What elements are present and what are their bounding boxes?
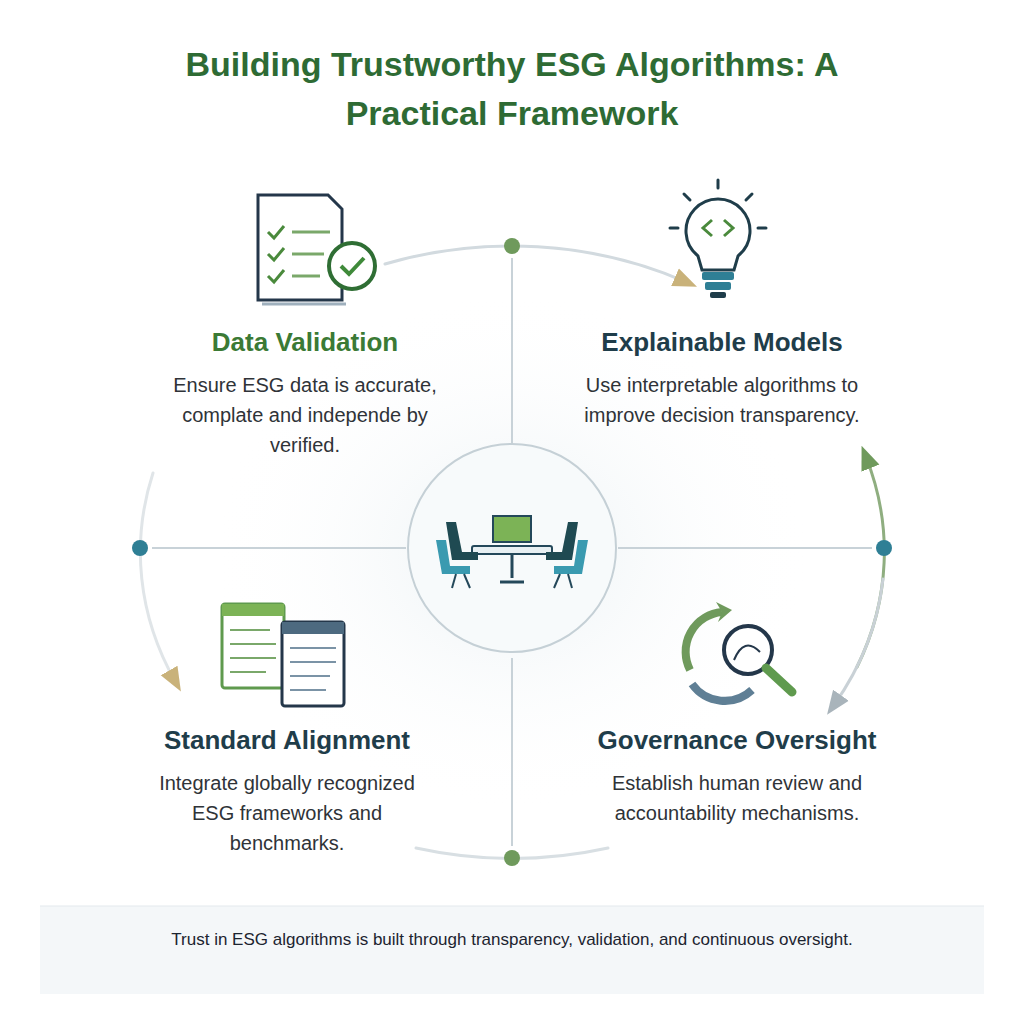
pillar-heading: Standard Alignment (104, 724, 470, 758)
document-lines (290, 648, 336, 690)
table-leg (511, 554, 514, 578)
bulb-rays (670, 180, 766, 228)
cycle-dot (132, 540, 148, 556)
bulb (686, 199, 750, 270)
framework-pillar: Standard AlignmentIntegrate globally rec… (104, 724, 470, 858)
chair (546, 522, 578, 560)
chair-legs (452, 574, 572, 588)
code-glyph (703, 220, 733, 236)
bulb-base (702, 272, 734, 280)
document-lines (230, 630, 276, 672)
diagram-title: Building Trustworthy ESG Algorithms: A P… (162, 40, 862, 139)
pillar-description: Ensure ESG data is accurate, complate an… (155, 370, 455, 460)
divider-line (152, 547, 406, 549)
document-shadow (262, 303, 346, 306)
cycle-arrowhead (716, 602, 732, 622)
checklist-icon (258, 195, 375, 304)
document-header (282, 622, 344, 634)
center-circle (408, 444, 616, 652)
divider-line (511, 258, 513, 446)
caption-rule (40, 906, 984, 907)
cycle-dot (876, 540, 892, 556)
bulb-base (705, 282, 731, 290)
lightbulb-icon (670, 180, 766, 298)
cycle-arrow (692, 684, 752, 701)
table-foot (500, 581, 524, 584)
chair (436, 540, 470, 574)
title-block: Building Trustworthy ESG Algorithms: A P… (0, 40, 1024, 139)
framework-pillar: Explainable ModelsUse interpretable algo… (539, 326, 905, 430)
checklist-lines (292, 232, 330, 276)
bulb-base (710, 292, 726, 298)
pillar-heading: Data Validation (122, 326, 488, 360)
magnifier-glint (734, 646, 760, 660)
cycle-arc (834, 579, 883, 705)
caption-band (40, 906, 984, 994)
framework-pillar: Data ValidationEnsure ESG data is accura… (122, 326, 488, 460)
chair (554, 540, 588, 574)
checkmarks (268, 226, 284, 282)
board-screen (493, 516, 531, 542)
document (258, 195, 342, 300)
framework-pillar: Governance OversightEstablish human revi… (554, 724, 920, 828)
table (472, 546, 552, 554)
check-badge-mark (341, 258, 364, 274)
review-icon (686, 602, 792, 701)
pillar-description: Use interpretable algorithms to improve … (572, 370, 872, 430)
cycle-dot (504, 238, 520, 254)
documents-icon (222, 604, 344, 706)
document (222, 604, 284, 688)
pillar-description: Integrate globally recognized ESG framew… (137, 768, 437, 858)
meeting-icon (436, 516, 588, 588)
cycle-arrow (686, 612, 722, 670)
document (282, 622, 344, 706)
document-header (222, 604, 284, 616)
cycle-arc (385, 246, 686, 282)
divider-line (618, 547, 872, 549)
pillar-heading: Explainable Models (539, 326, 905, 360)
pillar-heading: Governance Oversight (554, 724, 920, 758)
divider-line (511, 658, 513, 846)
cycle-arc (140, 473, 175, 681)
chair (446, 522, 478, 560)
cycle-dot (504, 850, 520, 866)
magnifier-handle (766, 668, 792, 692)
check-badge (329, 243, 375, 289)
pillar-description: Establish human review and accountabilit… (587, 768, 887, 828)
diagram-caption: Trust in ESG algorithms is built through… (40, 930, 984, 950)
